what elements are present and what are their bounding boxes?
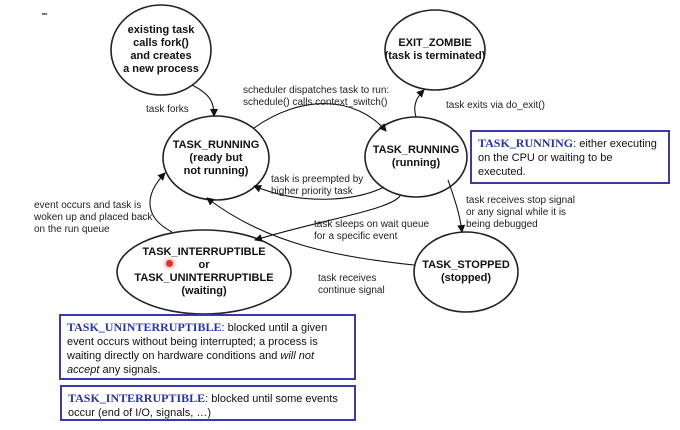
fork-line-1: existing task — [127, 24, 195, 36]
label-event-2: woken up and placed back — [34, 212, 153, 223]
cursor-dot — [166, 260, 173, 267]
note-running-keyword: TASK_RUNNING — [478, 136, 574, 150]
corner-dash — [42, 13, 47, 15]
label-sleeps-2: for a specific event — [314, 231, 398, 242]
exit-zombie-state: EXIT_ZOMBIE (task is terminated) — [384, 15, 486, 85]
stopped-state: TASK_STOPPED (stopped) — [414, 250, 518, 294]
stopped-state-shape — [413, 231, 519, 313]
stopped-desc: (stopped) — [440, 272, 492, 284]
label-task-forks: task forks — [146, 104, 189, 115]
note-running-text: : either executing on the CPU or waiting… — [478, 138, 657, 178]
edge-dispatch — [253, 103, 387, 132]
ready-desc-1: (ready but — [189, 151, 243, 164]
note-task-uninterruptible: TASK_UNINTERRUPTIBLE: blocked until a gi… — [59, 314, 356, 380]
waiting-state: TASK_INTERRUPTIBLE or TASK_UNINTERRUPTIB… — [117, 242, 291, 302]
ready-desc-2: not running) — [183, 164, 249, 177]
exit-zombie-desc: (task is terminated) — [384, 50, 486, 62]
note-uninterruptible-emphasis: will not accept — [67, 350, 315, 376]
waiting-line-1: TASK_INTERRUPTIBLE — [142, 246, 266, 258]
running-title: TASK_RUNNING — [372, 144, 460, 156]
fork-line-4: a new process — [123, 63, 199, 75]
ready-title: TASK_RUNNING — [172, 138, 260, 151]
fork-line-2: calls fork() — [133, 37, 189, 49]
waiting-line-4: (waiting) — [181, 285, 227, 297]
label-preempt-1: task is preempted by — [271, 174, 364, 185]
label-dispatch-1: scheduler dispatches task to run: — [243, 85, 390, 96]
note-uninterruptible-text-1: : blocked until a given event occurs wit… — [67, 322, 328, 362]
exit-zombie-shape — [384, 9, 486, 91]
label-stop-1: task receives stop signal — [466, 195, 575, 206]
label-sleeps-1: task sleeps on wait queue — [314, 219, 430, 230]
edge-sleeps — [254, 195, 401, 242]
edge-event — [149, 172, 173, 233]
edge-task-forks — [191, 84, 218, 117]
label-continue-2: continue signal — [318, 285, 385, 296]
fork-line-3: and creates — [130, 50, 192, 62]
note-interruptible-keyword: TASK_INTERRUPTIBLE — [68, 391, 206, 405]
running-state: TASK_RUNNING (running) — [365, 130, 467, 184]
exit-zombie-title: EXIT_ZOMBIE — [398, 37, 472, 49]
edge-preempt — [253, 184, 385, 200]
fork-state-shape — [110, 4, 212, 96]
edge-exit — [414, 89, 425, 118]
label-stop-3: being debugged — [466, 219, 538, 230]
waiting-line-3: TASK_UNINTERRUPTIBLE — [134, 272, 274, 284]
label-event-1: event occurs and task is — [34, 200, 142, 211]
note-task-running: TASK_RUNNING: either executing on the CP… — [470, 130, 670, 184]
running-desc: (running) — [391, 157, 441, 169]
ready-state: TASK_RUNNING (ready but not running) — [163, 124, 269, 192]
fork-state: existing task calls fork() and creates a… — [111, 10, 211, 90]
label-event-3: on the run queue — [34, 224, 110, 235]
label-dispatch-2: schedule() calls context_switch() — [243, 97, 388, 108]
note-interruptible-text: : blocked until some events occur (end o… — [68, 393, 338, 419]
label-preempt-2: higher priority task — [271, 186, 353, 197]
edge-continue — [206, 197, 415, 266]
label-exits: task exits via do_exit() — [446, 100, 545, 111]
edge-stop — [447, 179, 466, 233]
waiting-line-2: or — [198, 259, 210, 271]
note-task-interruptible: TASK_INTERRUPTIBLE: blocked until some e… — [60, 385, 356, 421]
label-stop-2: or any signal while it is — [466, 207, 567, 218]
stopped-title: TASK_STOPPED — [422, 259, 510, 271]
note-uninterruptible-text-2: any signals. — [99, 364, 161, 376]
note-uninterruptible-keyword: TASK_UNINTERRUPTIBLE — [67, 320, 222, 334]
label-continue-1: task receives — [318, 273, 377, 284]
